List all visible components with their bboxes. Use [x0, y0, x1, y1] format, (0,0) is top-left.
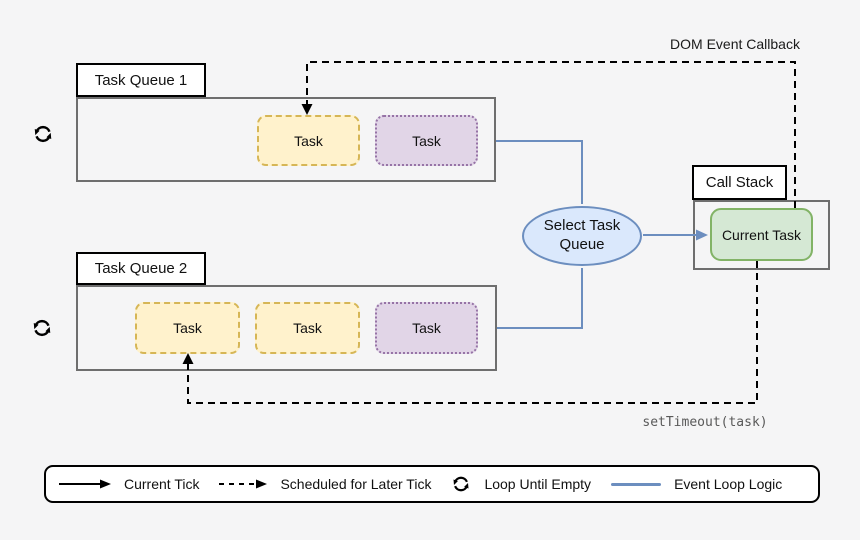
select-task-queue-label: Select Task Queue [543, 217, 621, 253]
settimeout-label: setTimeout(task) [642, 415, 768, 430]
loop-icon-queue2 [31, 317, 53, 339]
legend-item-event-loop-logic: Event Loop Logic [611, 476, 782, 492]
current-task-label: Current Task [721, 226, 802, 243]
queue2-task-3-label: Task [412, 320, 441, 336]
dashed-arrow-icon [219, 479, 268, 489]
legend-scheduled-later-label: Scheduled for Later Tick [280, 476, 432, 492]
queue1-task-1: Task [257, 115, 360, 166]
dom-event-callback-label: DOM Event Callback [670, 36, 800, 52]
blue-line-icon [611, 482, 662, 486]
task-queue-1-label: Task Queue 1 [94, 71, 188, 89]
queue1-task-2-label: Task [412, 132, 441, 149]
task-queue-2-title: Task Queue 2 [76, 252, 206, 285]
queue2-task-1: Task [135, 302, 240, 354]
legend-item-loop-until-empty: Loop Until Empty [451, 474, 591, 494]
queue2-to-selector-line [497, 268, 583, 329]
queue2-task-1-label: Task [173, 320, 202, 336]
task-queue-2-label: Task Queue 2 [94, 260, 188, 277]
call-stack-title: Call Stack [692, 165, 787, 200]
current-task: Current Task [710, 208, 813, 261]
loop-icon [453, 476, 469, 492]
select-task-queue-node: Select Task Queue [522, 206, 642, 266]
legend-item-current-tick: Current Tick [59, 476, 199, 492]
legend: Current Tick Scheduled for Later Tick Lo… [44, 465, 820, 503]
queue1-task-1-label: Task [294, 132, 323, 149]
queue1-task-2: Task [375, 115, 478, 166]
legend-item-scheduled-later: Scheduled for Later Tick [219, 476, 431, 492]
call-stack-label: Call Stack [705, 174, 774, 191]
legend-event-loop-logic-label: Event Loop Logic [674, 476, 783, 492]
loop-icon-queue1 [32, 123, 54, 145]
queue2-task-3: Task [375, 302, 478, 354]
queue1-to-selector-line [496, 140, 583, 204]
queue2-task-2-label: Task [293, 320, 322, 336]
legend-loop-until-empty-label: Loop Until Empty [484, 476, 592, 492]
queue2-task-2: Task [255, 302, 360, 354]
task-queue-1-title: Task Queue 1 [76, 63, 206, 97]
solid-arrow-icon [59, 479, 111, 489]
legend-current-tick-label: Current Tick [124, 476, 200, 492]
